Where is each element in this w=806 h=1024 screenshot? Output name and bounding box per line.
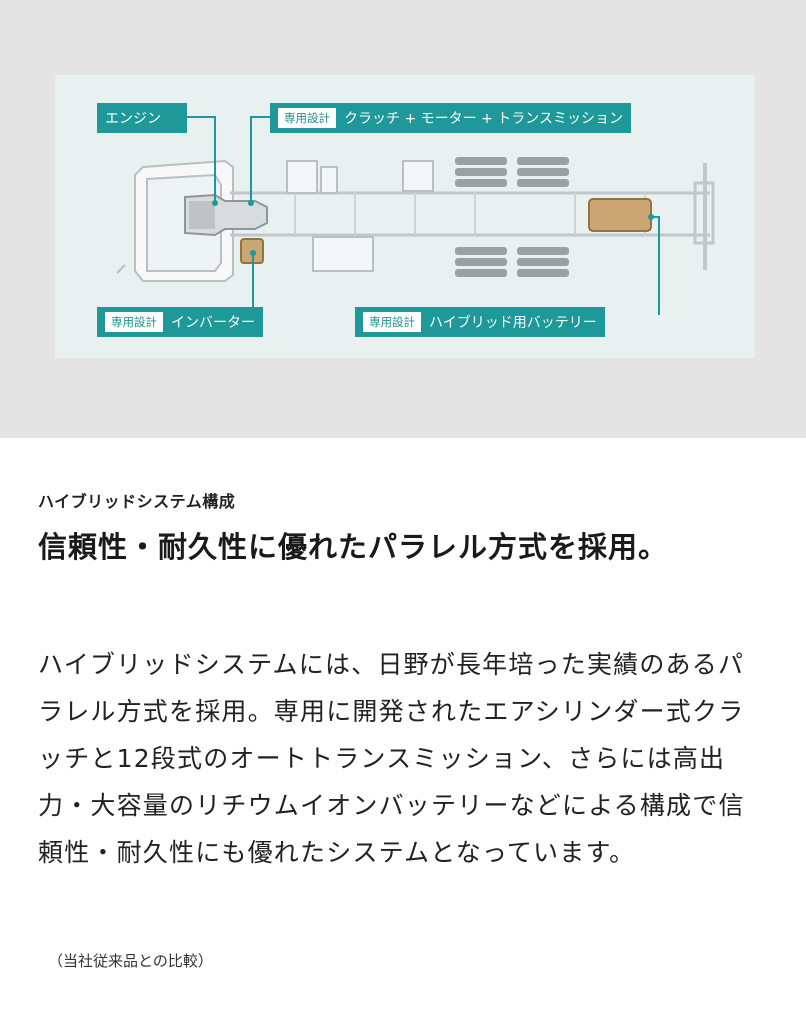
footnote: （当社従来品との比較） bbox=[48, 952, 213, 970]
callout-inverter: 専用設計 インバーター bbox=[97, 307, 263, 337]
special-design-tag: 専用設計 bbox=[363, 312, 421, 332]
callout-clutch-motor-transmission: 専用設計 クラッチ + モーター + トランスミッション bbox=[270, 103, 631, 133]
callout-battery: 専用設計 ハイブリッド用バッテリー bbox=[355, 307, 605, 337]
section-headline: 信頼性・耐久性に優れたパラレル方式を採用。 bbox=[38, 530, 669, 564]
callout-engine-label: エンジン bbox=[105, 111, 161, 127]
callout-engine: エンジン bbox=[97, 103, 187, 133]
special-design-tag: 専用設計 bbox=[278, 108, 336, 128]
diagram-section: エンジン 専用設計 クラッチ + モーター + トランスミッション 専用設計 イ… bbox=[0, 0, 806, 438]
callout-inverter-label: インバーター bbox=[171, 315, 255, 331]
callout-battery-label: ハイブリッド用バッテリー bbox=[429, 315, 597, 331]
engine-component bbox=[184, 193, 268, 237]
callout-clutch-label: クラッチ + モーター + トランスミッション bbox=[344, 111, 623, 127]
rear-wheels bbox=[455, 157, 569, 277]
body-paragraph: ハイブリッドシステムには、日野が長年培った実績のあるパラレル方式を採用。専用に開… bbox=[38, 650, 745, 867]
section-subheading: ハイブリッドシステム構成 bbox=[38, 492, 236, 511]
battery-component bbox=[588, 198, 652, 232]
truck-chassis-drawing bbox=[116, 116, 715, 315]
chassis-diagram: エンジン 専用設計 クラッチ + モーター + トランスミッション 専用設計 イ… bbox=[55, 75, 755, 358]
special-design-tag: 専用設計 bbox=[105, 312, 163, 332]
